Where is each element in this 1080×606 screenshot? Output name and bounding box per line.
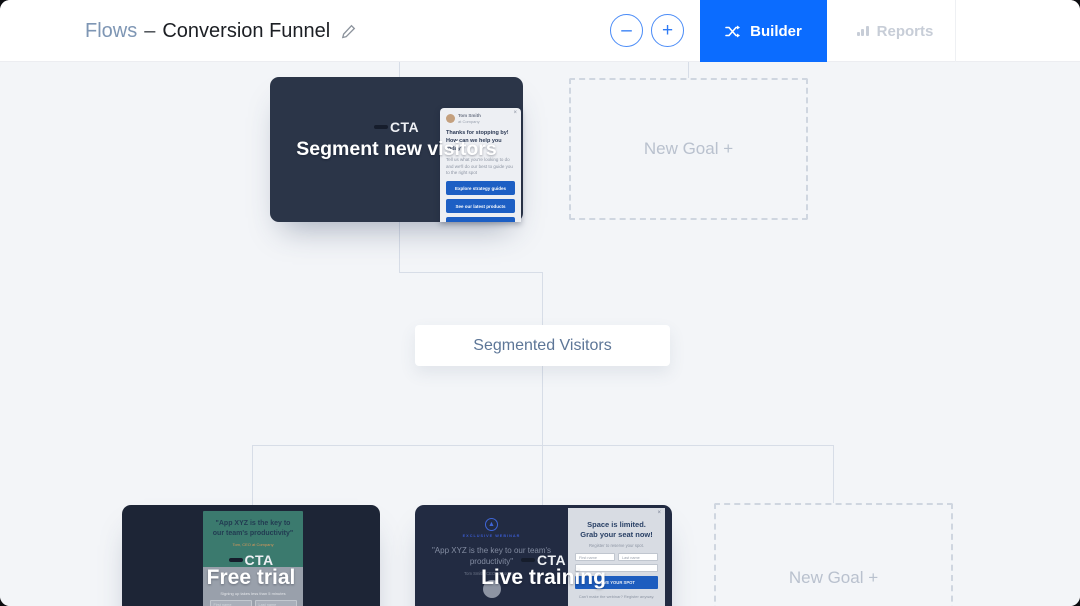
edit-title-pencil-icon[interactable]	[341, 24, 356, 39]
page-title: Conversion Funnel	[162, 19, 331, 42]
zoom-out-button[interactable]: –	[610, 14, 643, 47]
webinar-attribution: Tom Smith, CEO at Company	[464, 571, 519, 577]
chat-option-button: I have a question	[446, 217, 515, 222]
register-headline-1: Space is limited.	[587, 520, 646, 529]
new-goal-label: New Goal +	[788, 568, 879, 587]
testimonial-section: "App XYZ is the key to our team's produc…	[203, 511, 303, 567]
cta-badge-label: CTA	[390, 119, 419, 135]
register-footnote: Can't make the webinar? Register anyway.	[578, 594, 655, 600]
node-title: Free trial	[206, 566, 296, 589]
tab-reports-label: Reports	[876, 22, 934, 40]
node-title: Live training	[481, 566, 606, 589]
cta-badge: CTA	[122, 552, 380, 568]
chat-message: Thanks for stopping by! How can we help …	[446, 130, 509, 152]
chat-widget-preview: × Tom Smith at Company Thanks for stoppi…	[440, 108, 521, 222]
register-subtext: Register to reserve your spot.	[589, 543, 644, 549]
minus-icon: –	[621, 20, 632, 41]
avatar	[446, 114, 455, 124]
cta-badge: CTA	[415, 552, 672, 568]
node-segmented-visitors[interactable]: Segmented Visitors	[415, 325, 670, 366]
header-divider	[955, 0, 956, 62]
connector-line	[542, 366, 543, 445]
header-bar: Flows – Conversion Funnel – + Builder	[0, 0, 1080, 62]
shuffle-icon	[725, 25, 741, 38]
cta-dash-icon	[374, 125, 389, 129]
webinar-quote: "App XYZ is the key to our team's produc…	[431, 546, 552, 567]
webinar-label: EXCLUSIVE WEBINAR	[462, 534, 521, 538]
connector-line	[688, 62, 689, 78]
new-goal-placeholder-bottom[interactable]: New Goal +	[714, 503, 953, 606]
node-segment-new-visitors[interactable]: CTA Segment new visitors × Tom Smith at …	[270, 77, 523, 222]
close-icon: ×	[513, 110, 517, 116]
signup-subtext: Signing up takes less than 5 minutes	[220, 591, 286, 596]
segmented-visitors-label: Segmented Visitors	[473, 336, 612, 354]
tab-reports[interactable]: Reports	[845, 0, 945, 62]
tab-builder[interactable]: Builder	[700, 0, 827, 62]
breadcrumb: Flows – Conversion Funnel	[85, 0, 356, 62]
zoom-in-button[interactable]: +	[651, 14, 684, 47]
webinar-register-panel: × Space is limited. Grab your seat now! …	[568, 508, 665, 606]
breadcrumb-separator: –	[144, 19, 156, 42]
close-icon: ×	[657, 510, 661, 516]
connector-line	[399, 272, 543, 273]
webinar-hero-section: ▲ EXCLUSIVE WEBINAR "App XYZ is the key …	[415, 505, 568, 606]
bar-chart-icon	[856, 26, 869, 36]
breadcrumb-flows-link[interactable]: Flows	[85, 19, 138, 42]
connector-line	[399, 62, 400, 77]
connector-line	[542, 272, 543, 325]
cta-badge: CTA	[270, 119, 523, 135]
connector-line	[542, 445, 543, 505]
testimonial-attribution: Tom, CEO at Company	[232, 541, 274, 547]
first-name-field: First name	[575, 553, 615, 562]
node-free-trial[interactable]: "App XYZ is the key to our team's produc…	[122, 505, 380, 606]
email-field	[575, 564, 658, 573]
chat-option-button: See our latest products	[446, 199, 515, 214]
tab-builder-label: Builder	[750, 22, 802, 40]
chat-option-button: Explore strategy guides	[446, 181, 515, 196]
cta-dash-icon	[521, 558, 536, 562]
last-name-field: Last name	[254, 600, 297, 606]
flow-canvas[interactable]: CTA Segment new visitors × Tom Smith at …	[0, 62, 1080, 606]
signup-form-section: Signing up takes less than 5 minutes Fir…	[203, 567, 303, 606]
new-goal-label: New Goal +	[643, 139, 734, 158]
testimonial-quote: "App XYZ is the key to our team's produc…	[212, 520, 294, 537]
node-title: Segment new visitors	[296, 138, 497, 160]
avatar	[482, 580, 501, 599]
connector-line	[833, 445, 834, 503]
new-goal-placeholder-top[interactable]: New Goal +	[569, 78, 808, 220]
connector-line	[399, 222, 400, 272]
plus-icon: +	[661, 20, 674, 41]
chat-widget-header: Tom Smith at Company	[440, 108, 521, 127]
register-headline-2: Grab your seat now!	[580, 530, 653, 540]
cta-badge-label: CTA	[244, 552, 274, 568]
landing-page-preview: "App XYZ is the key to our team's produc…	[203, 511, 303, 606]
cta-dash-icon	[228, 558, 243, 562]
last-name-field: Last name	[618, 553, 658, 562]
connector-line	[252, 445, 834, 446]
save-your-spot-button: SAVE YOUR SPOT	[575, 576, 658, 590]
cta-badge-label: CTA	[537, 552, 566, 568]
webinar-logo-icon: ▲	[485, 518, 498, 531]
chat-agent-company: at Company	[458, 118, 480, 124]
node-live-training[interactable]: ▲ EXCLUSIVE WEBINAR "App XYZ is the key …	[415, 505, 672, 606]
chat-agent-name: Tom Smith	[458, 113, 481, 118]
first-name-field: First name	[209, 600, 252, 606]
chat-paragraph: Tell us what you're looking to do and we…	[446, 156, 513, 176]
connector-line	[252, 445, 253, 505]
